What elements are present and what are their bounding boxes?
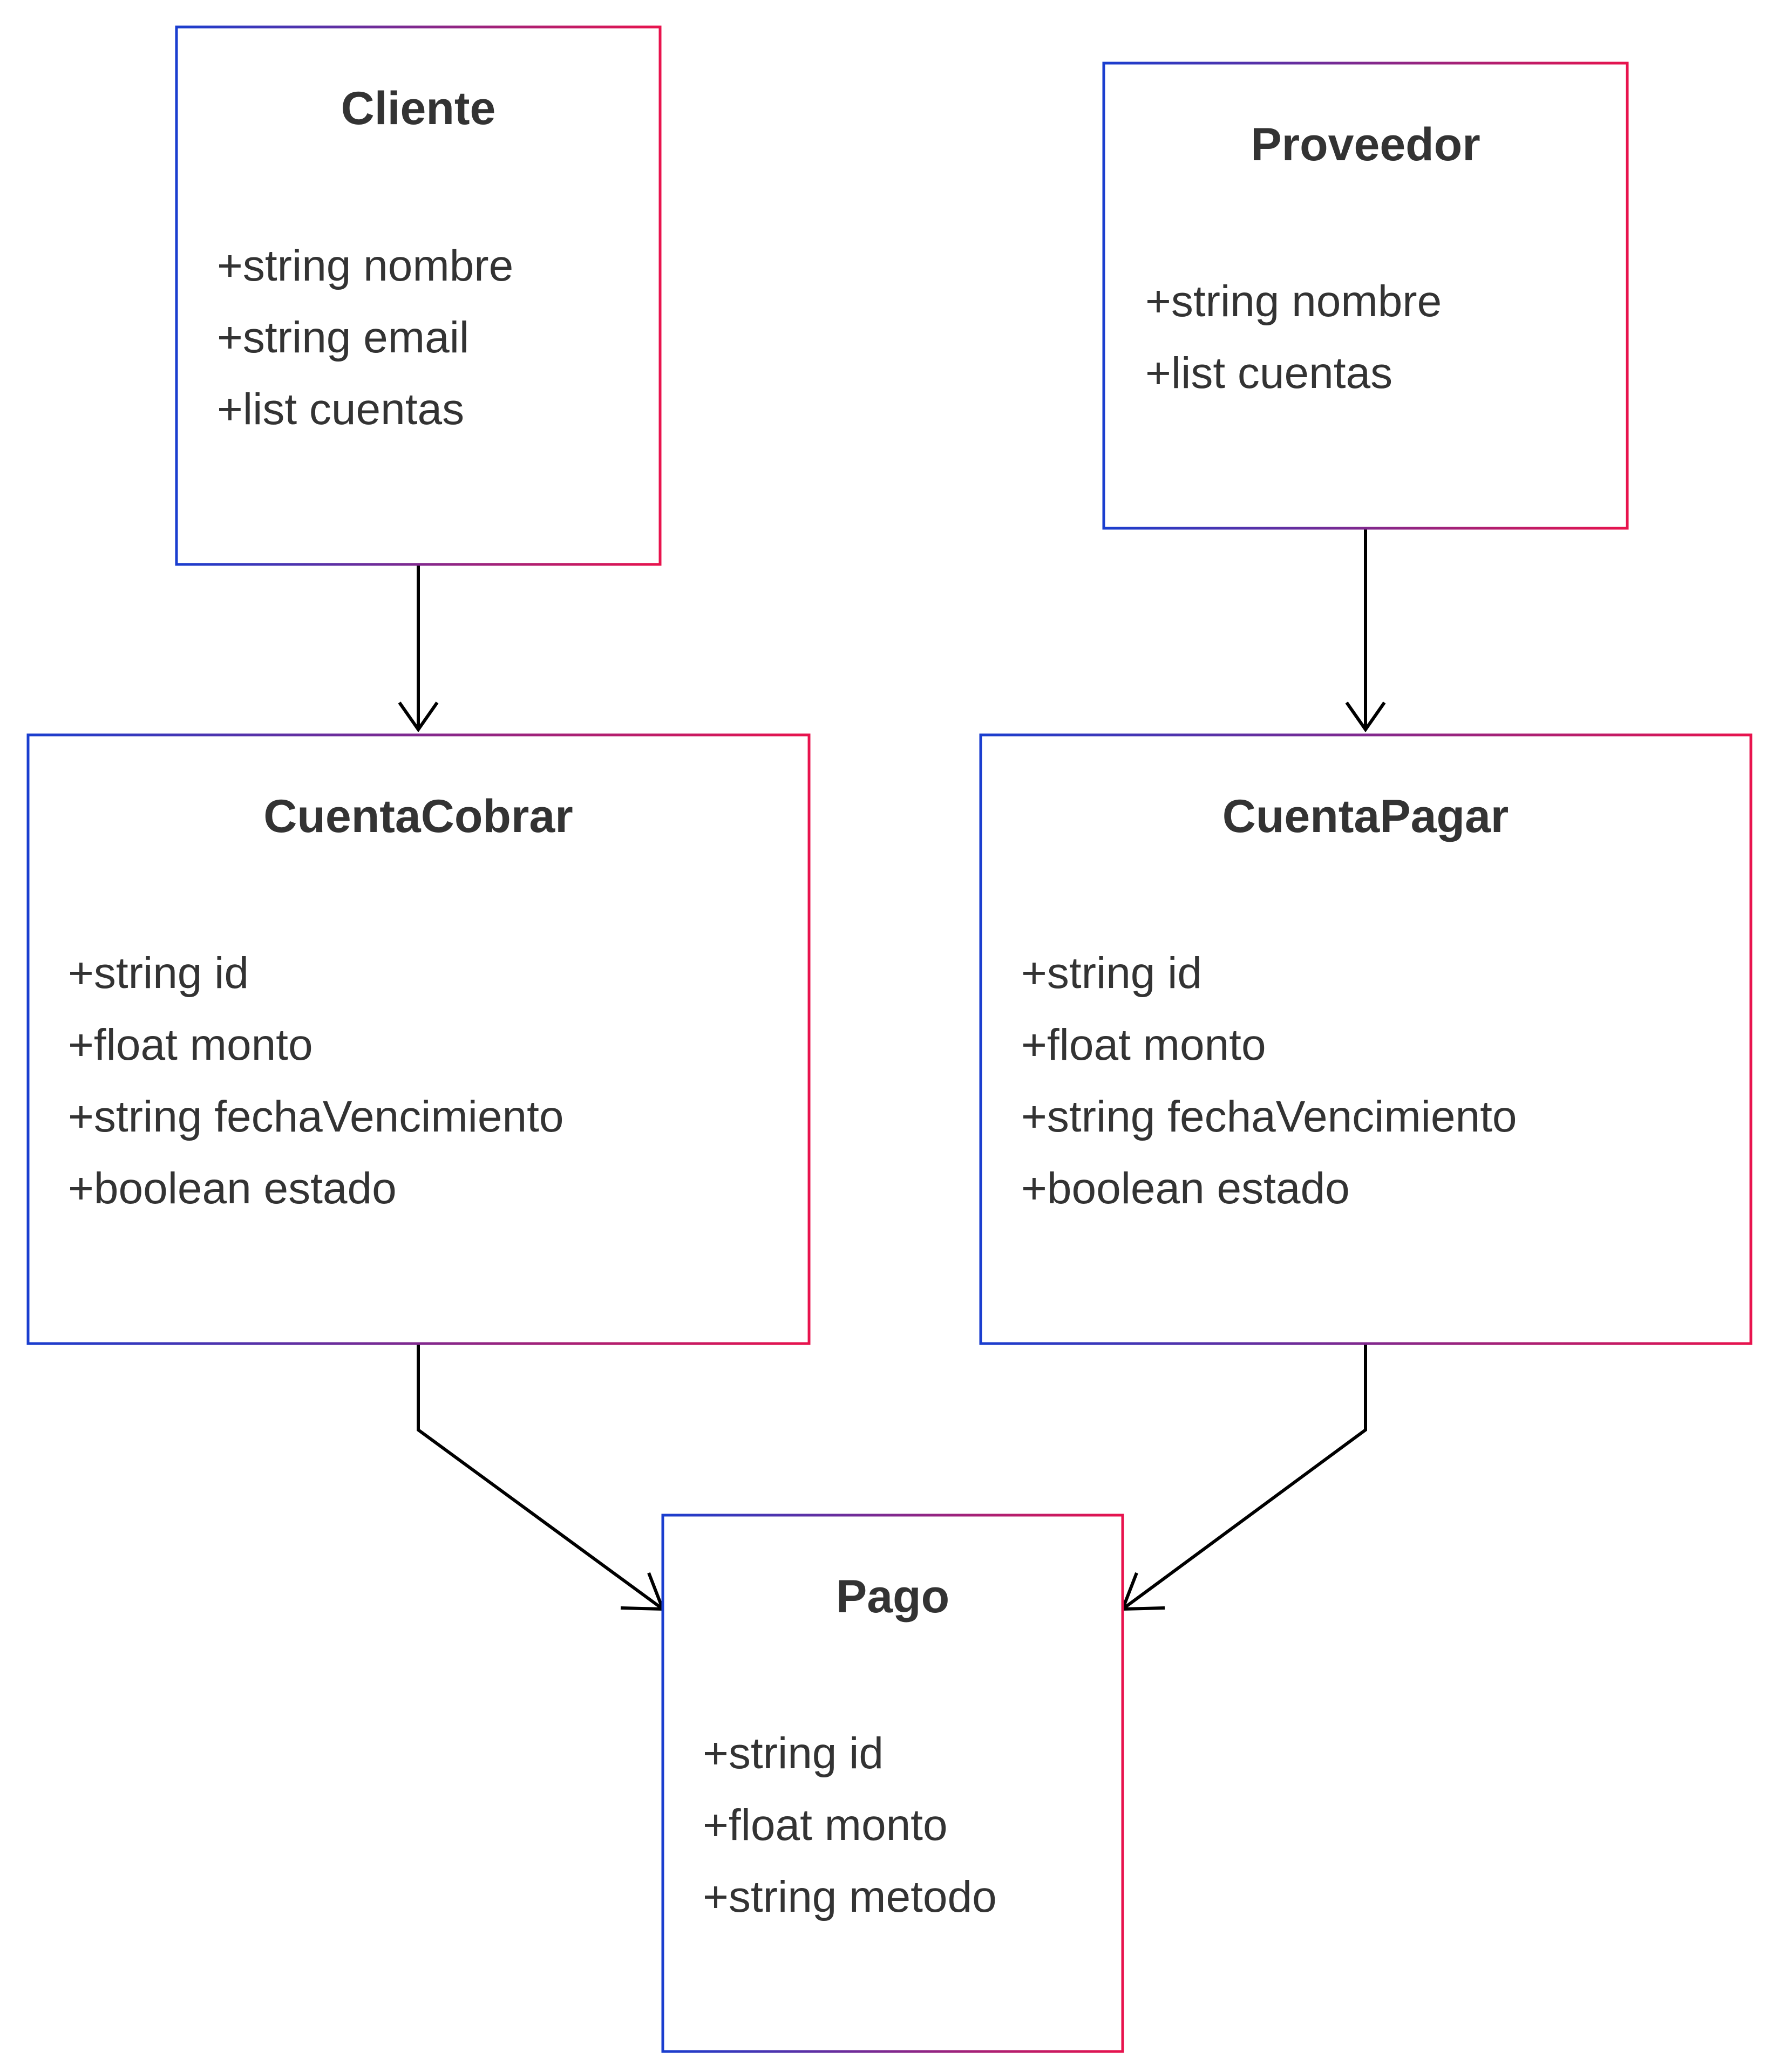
class-cuentacobrar-attr: +string fechaVencimiento: [68, 1092, 564, 1141]
edge-cuentacobrar-pago[interactable]: [417, 1344, 665, 1611]
class-cuentacobrar-attr: +string id: [68, 949, 249, 998]
class-proveedor-attr: +string nombre: [1145, 277, 1442, 326]
edge-proveedor-cuentapagar[interactable]: [1345, 529, 1386, 733]
edge-cliente-cuentacobrar[interactable]: [398, 565, 439, 733]
class-proveedor[interactable]: Proveedor +string nombre +list cuentas: [1102, 62, 1629, 530]
arrowhead-cuentapagar: [1345, 701, 1386, 733]
class-cuentapagar-attr: +boolean estado: [1021, 1164, 1350, 1213]
class-pago[interactable]: Pago +string id +float monto +string met…: [661, 1514, 1124, 2053]
class-cliente-attr: +list cuentas: [217, 385, 464, 434]
class-cuentapagar-attr: +string fechaVencimiento: [1021, 1092, 1517, 1141]
class-pago-title: Pago: [836, 1571, 949, 1623]
class-cuentacobrar[interactable]: CuentaCobrar +string id +float monto +st…: [26, 733, 811, 1345]
class-cliente-attr: +string nombre: [217, 241, 513, 290]
arrowhead-cuentacobrar: [398, 701, 439, 733]
class-cuentapagar[interactable]: CuentaPagar +string id +float monto +str…: [979, 733, 1752, 1345]
class-pago-attr: +string metodo: [703, 1872, 997, 1921]
class-cliente-title: Cliente: [341, 83, 496, 134]
class-pago-attr: +string id: [703, 1729, 884, 1778]
class-cuentacobrar-attr: +float monto: [68, 1020, 313, 1069]
class-cliente[interactable]: Cliente +string nombre +string email +li…: [175, 25, 662, 566]
class-cliente-attr: +string email: [217, 313, 469, 362]
class-cuentacobrar-attr: +boolean estado: [68, 1164, 397, 1213]
class-cuentapagar-title: CuentaPagar: [1222, 790, 1509, 842]
edge-cuentapagar-pago[interactable]: [1120, 1344, 1367, 1611]
class-cuentacobrar-title: CuentaCobrar: [263, 790, 573, 842]
class-cuentapagar-attr: +string id: [1021, 949, 1202, 998]
class-proveedor-attr: +list cuentas: [1145, 349, 1392, 398]
class-cuentapagar-attr: +float monto: [1021, 1020, 1266, 1069]
class-proveedor-title: Proveedor: [1251, 119, 1480, 171]
class-pago-attr: +float monto: [703, 1801, 948, 1850]
